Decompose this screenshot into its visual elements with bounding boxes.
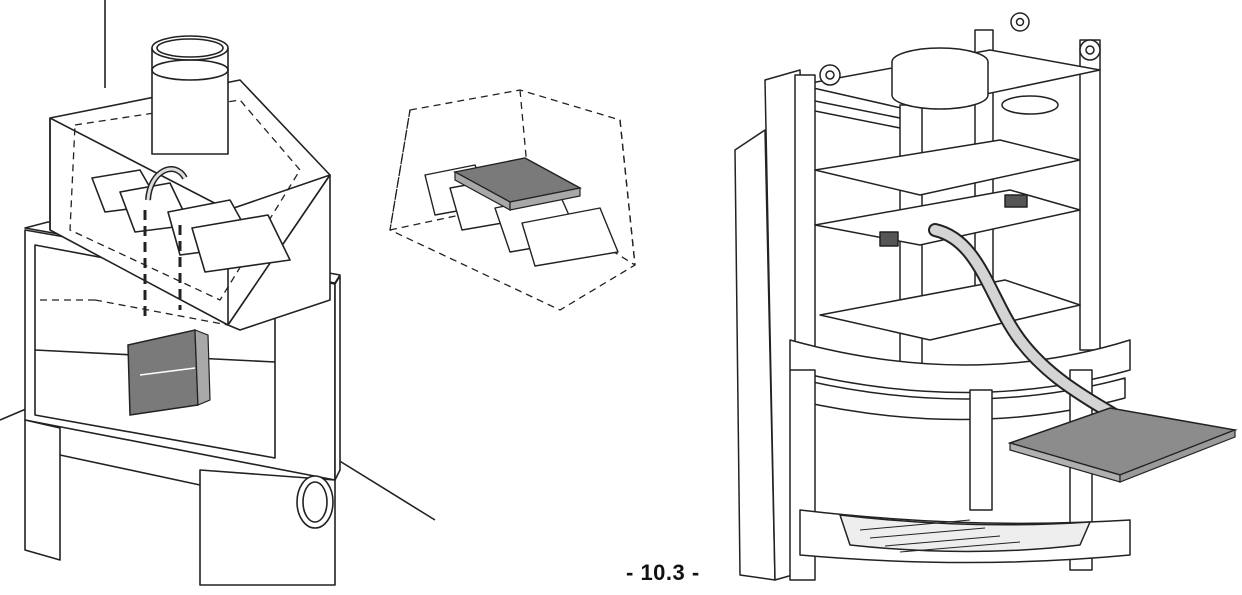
figure-caption: - 10.3 - (626, 560, 700, 585)
flue-pipe (151, 47, 229, 155)
floor-line-right (337, 459, 436, 521)
fig-left-hood-assembly (0, 0, 450, 595)
fig-middle-svg (389, 89, 636, 311)
fig-middle-baffle-set (380, 80, 650, 320)
removed-tray (1007, 407, 1238, 476)
removal-arrow (930, 225, 1145, 435)
fig-left-svg (0, 0, 436, 586)
fig-right-stove-frame (720, 10, 1240, 595)
fig-right-svg (734, 12, 1238, 581)
